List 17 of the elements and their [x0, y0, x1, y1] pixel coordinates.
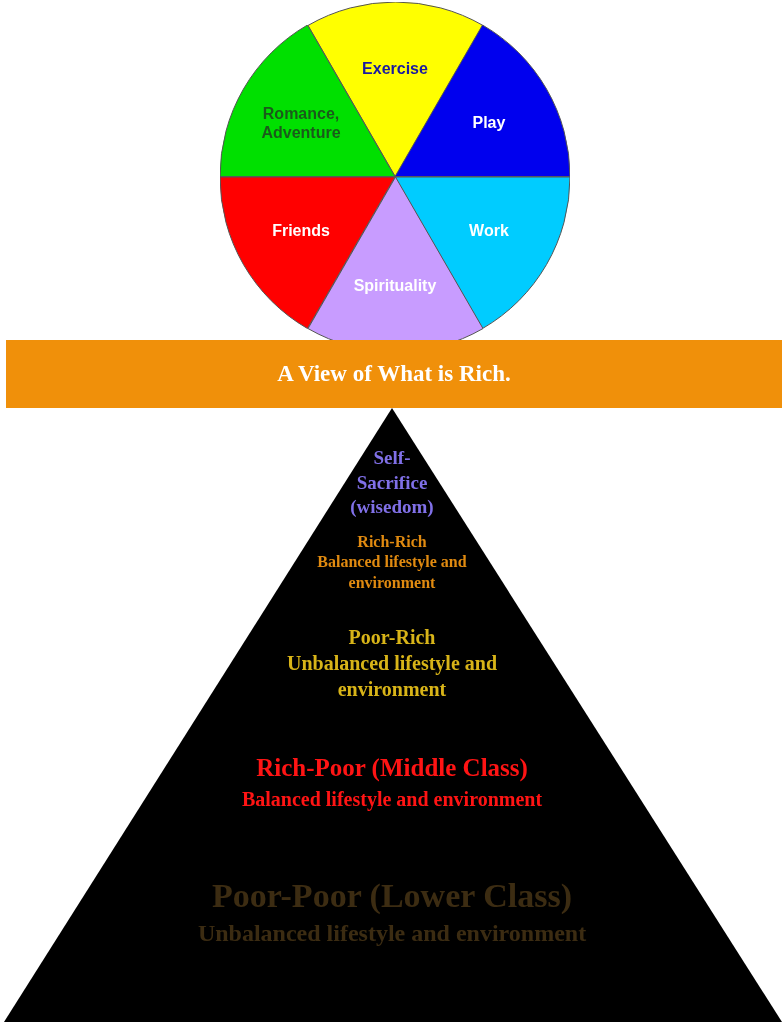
banner-title: A View of What is Rich. [277, 361, 511, 387]
tier-description: Balanced lifestyle and environment [240, 787, 544, 812]
wedge-label: Romance, Adventure [260, 103, 342, 142]
banner [6, 340, 782, 408]
tier-description: Unbalanced lifestyle and environment [196, 919, 588, 948]
tier-description: Balanced lifestyle and environment [316, 552, 468, 593]
tier-description: Unbalanced lifestyle and environment [286, 651, 498, 702]
tier-heading: Poor-Poor (Lower Class) [210, 876, 574, 916]
tier-heading: Poor-Rich [347, 625, 437, 650]
wedge-label: Play [471, 113, 507, 133]
tier-heading: Self-Sacrifice (wisedom) [349, 446, 435, 520]
wedge-label: Work [468, 221, 510, 241]
wedge-label: Friends [271, 221, 331, 241]
wedge-label: Spirituality [352, 275, 438, 296]
tier-heading: Rich-Poor (Middle Class) [255, 753, 529, 784]
wedge-label: Exercise [361, 58, 429, 79]
tier-heading: Rich-Rich [356, 532, 428, 552]
